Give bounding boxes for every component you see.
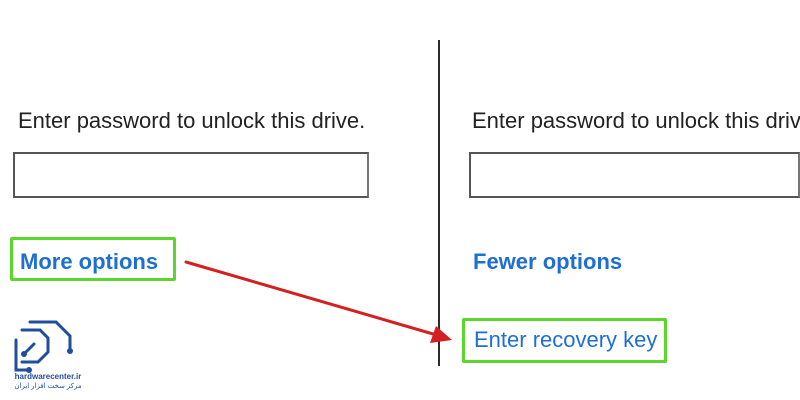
more-options-link[interactable]: More options <box>20 249 159 274</box>
password-input[interactable] <box>13 152 369 198</box>
hardwarecenter-logo-icon <box>14 320 73 373</box>
fewer-options-link[interactable]: Fewer options <box>473 249 623 274</box>
highlight-box <box>10 237 176 281</box>
password-input[interactable] <box>469 152 800 198</box>
password-prompt-label: Enter password to unlock this drive. <box>472 108 800 133</box>
panel-divider <box>438 40 440 366</box>
watermark-name: hardwarecenter.ir <box>14 372 82 381</box>
highlight-box <box>462 318 667 363</box>
enter-recovery-key-link[interactable]: Enter recovery key <box>474 327 658 352</box>
password-prompt-label: Enter password to unlock this drive. <box>18 108 366 133</box>
watermark-tagline: مرکز سخت افزار ایران <box>14 383 82 390</box>
